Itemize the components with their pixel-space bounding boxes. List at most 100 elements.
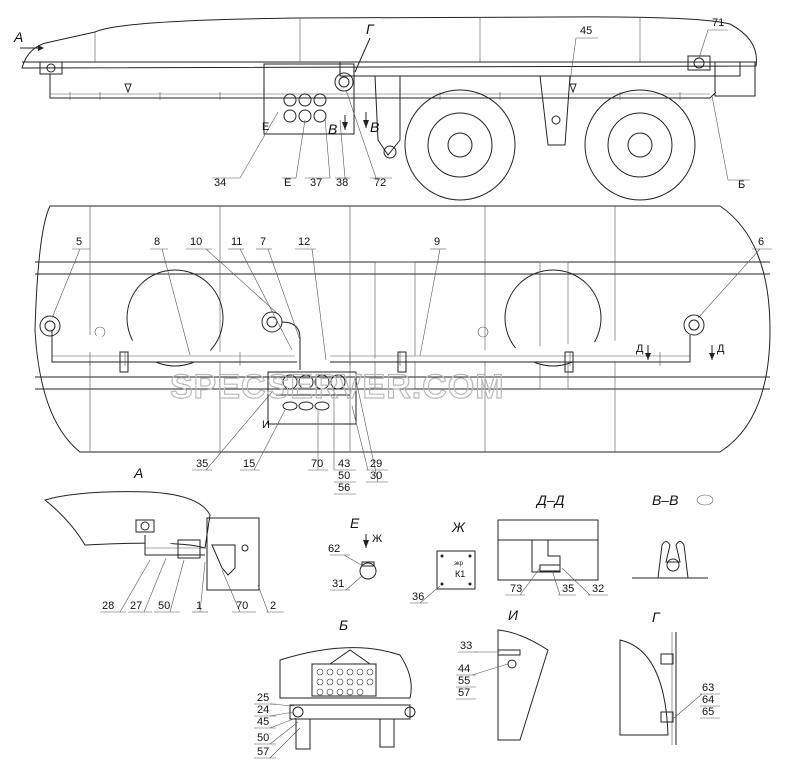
section-v-arrow2-label: В (370, 119, 379, 135)
valve-6-plan (683, 314, 705, 336)
pipe-10-plan (281, 321, 301, 370)
callout-plan-43: 43 (338, 458, 350, 470)
tank-outline-side (21, 16, 757, 69)
view-zh-plate-k1: К1 (455, 569, 465, 579)
view-e: Е Ж 62 31 (328, 515, 382, 591)
callout-plan-9: 9 (434, 236, 440, 248)
callout-i-55: 55 (458, 675, 470, 687)
callout-dd-73: 73 (510, 583, 522, 595)
rear-bumper (714, 61, 756, 97)
view-a-tank-shell (43, 491, 211, 549)
callout-zh-36: 36 (412, 591, 424, 603)
callout-side-37: 37 (310, 177, 322, 189)
section-d-arrow2-label: Д (717, 343, 725, 355)
callout-plan-12: 12 (298, 236, 310, 248)
manifold-valves-plan (276, 374, 350, 411)
callout-plan-50: 50 (338, 470, 350, 482)
side-view: А Г В В 34 Е 37 38 72 45 71 Б (13, 16, 757, 201)
callout-a-70: 70 (236, 600, 248, 612)
callout-i-33: 33 (460, 640, 472, 652)
view-g-shell (619, 639, 669, 736)
view-b-bracket (289, 704, 411, 720)
view-a-bracket-plate (206, 517, 260, 591)
manifold-box-plan (267, 371, 357, 425)
callout-side-38: 38 (336, 177, 348, 189)
tank-outline-plan (34, 205, 771, 453)
view-e-title: Е (350, 515, 360, 531)
callout-plan-35: 35 (196, 458, 208, 470)
rear-wheels (404, 89, 696, 201)
wheel-plan-2 (504, 269, 602, 367)
view-vv: В–В (632, 492, 714, 579)
view-a: А 28 27 50 1 70 2 (43, 465, 284, 613)
valve-5-plan (39, 315, 61, 337)
view-a-valve (135, 519, 155, 533)
callout-side-34: 34 (214, 177, 226, 189)
view-g: Г 63 64 65 (619, 609, 720, 745)
manifold-valves-side (283, 93, 327, 123)
view-vv-rotation-icon (696, 494, 714, 506)
control-box-side (263, 63, 355, 135)
view-e-mark-side: Е (262, 121, 269, 133)
view-e-fitting (359, 562, 377, 580)
callout-side-b: Б (738, 179, 745, 191)
callout-side-45: 45 (580, 25, 592, 37)
callout-a-28: 28 (102, 600, 114, 612)
callout-e-62: 62 (328, 543, 340, 555)
view-i-mark-label: И (262, 419, 270, 431)
valve-front-side (39, 61, 63, 75)
callout-e-31: 31 (332, 578, 344, 590)
view-a-title: А (133, 465, 143, 481)
view-a-pipe (144, 535, 205, 556)
view-dd-frame (497, 519, 599, 581)
section-arrow-a-label: А (13, 29, 23, 45)
callout-plan-30: 30 (370, 470, 382, 482)
pipeline-side (49, 74, 717, 99)
view-b-filter (311, 663, 377, 697)
gauge-72 (334, 72, 354, 92)
callout-dd-32: 32 (592, 583, 604, 595)
callout-g-64: 64 (702, 694, 714, 706)
callout-plan-56: 56 (338, 482, 350, 494)
view-zh: Ж экр К1 36 (410, 519, 476, 604)
callout-b-57: 57 (257, 746, 269, 758)
plan-view: Д Д И 5 8 10 11 7 12 9 6 (34, 205, 772, 495)
chassis-frame (339, 61, 741, 77)
watermark: SPECSERVER.COM (170, 368, 505, 406)
callout-plan-5: 5 (76, 236, 82, 248)
view-b-shell (279, 647, 412, 699)
callout-plan-70: 70 (311, 458, 323, 470)
view-dd: Д–Д 73 35 32 (497, 492, 608, 596)
view-zh-plate-ekr: экр (454, 561, 464, 567)
view-i-shell (497, 629, 549, 741)
valve-11-plan (261, 311, 283, 333)
callout-side-71: 71 (712, 17, 724, 29)
view-i-title: И (508, 607, 519, 623)
view-b: Б 25 24 45 50 57 (254, 617, 416, 759)
view-vv-title: В–В (652, 492, 678, 508)
callout-b-45: 45 (257, 716, 269, 728)
callout-a-50: 50 (158, 600, 170, 612)
callout-g-63: 63 (702, 682, 714, 694)
callout-plan-10: 10 (190, 236, 202, 248)
section-d-arrow1-label: Д (636, 343, 644, 355)
callout-i-57: 57 (458, 687, 470, 699)
pipeline-plan-left (51, 330, 298, 363)
view-zh-plate (436, 550, 476, 590)
section-v-arrow1-label: В (328, 121, 337, 137)
callout-b-50: 50 (257, 732, 269, 744)
callout-dd-35: 35 (562, 583, 574, 595)
view-g-arrow-label: Г (366, 21, 375, 37)
callout-plan-29: 29 (370, 458, 382, 470)
wheel-plan-1 (126, 269, 224, 367)
callout-g-65: 65 (702, 706, 714, 718)
callout-i-44: 44 (458, 663, 470, 675)
view-vv-clamp (657, 541, 689, 579)
callout-b-24: 24 (257, 704, 269, 716)
callout-side-e: Е (284, 177, 291, 189)
callout-a-1: 1 (196, 600, 202, 612)
callout-plan-8: 8 (154, 236, 160, 248)
callout-plan-15: 15 (243, 458, 255, 470)
